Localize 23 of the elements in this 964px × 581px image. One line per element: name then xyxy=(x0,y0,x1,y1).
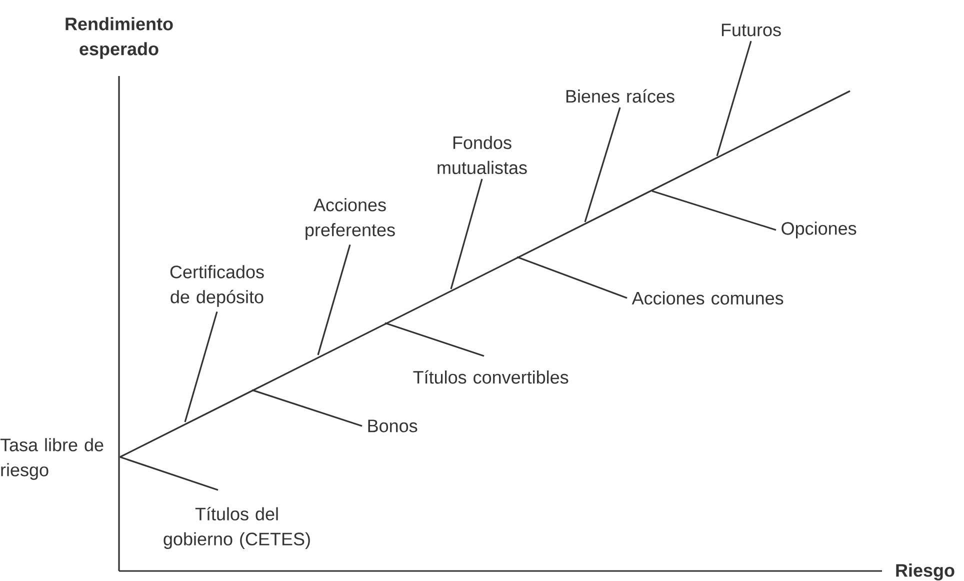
rate-label: Tasa libre de riesgo xyxy=(0,438,104,480)
axis-label: Rendimiento esperado xyxy=(66,17,173,59)
leader-line xyxy=(584,107,621,222)
leader-line xyxy=(120,456,218,491)
leader-line xyxy=(716,40,752,156)
leader-line xyxy=(516,256,628,299)
asset-label: Futuros xyxy=(722,24,781,36)
asset-label: Opciones xyxy=(782,222,856,238)
leader-line xyxy=(184,311,218,422)
leader-line xyxy=(252,389,362,427)
leader-line xyxy=(652,190,776,231)
asset-label: Bienes raíces xyxy=(566,89,674,103)
asset-label: Acciones preferentes xyxy=(306,198,395,240)
asset-label: Fondos mutualistas xyxy=(438,136,527,174)
leader-line xyxy=(450,178,483,290)
asset-label: Títulos del gobierno (CETES) xyxy=(164,507,310,549)
asset-label: Acciones comunes xyxy=(632,291,784,305)
asset-label: Títulos convertibles xyxy=(413,370,568,384)
asset-label: Bonos xyxy=(368,420,418,432)
asset-label: Certificados de depósito xyxy=(170,265,264,307)
leader-line xyxy=(317,244,351,356)
leader-line xyxy=(384,322,484,357)
axis-label: Riesgo xyxy=(896,564,954,580)
